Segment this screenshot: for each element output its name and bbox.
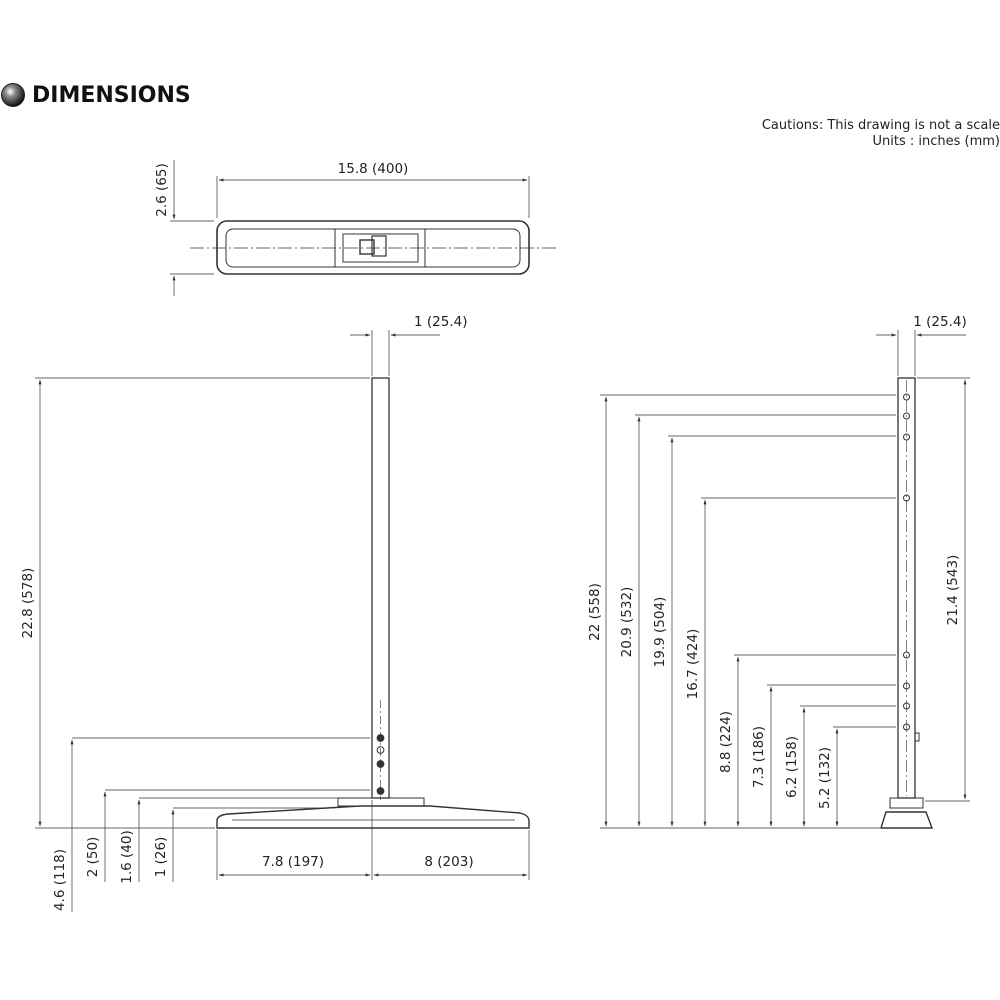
side-base-left-label: 7.8 (197)	[262, 854, 324, 870]
front-hole-label-7: 5.2 (132)	[817, 747, 833, 809]
mount-hole	[903, 412, 910, 420]
mount-hole	[903, 651, 910, 659]
pole-section	[359, 239, 375, 255]
front-hole-label-4: 8.8 (224)	[718, 711, 734, 773]
side-hole-label-3: 1.6 (40)	[119, 830, 135, 883]
section-header: DIMENSIONS	[0, 82, 191, 108]
page-title: DIMENSIONS	[32, 82, 191, 108]
mount-hole	[903, 682, 910, 690]
drawing-notes: Cautions: This drawing is not a scale Un…	[762, 118, 1000, 150]
side-pole-collar	[337, 797, 425, 807]
front-overall-height-label: 22 (558)	[587, 583, 603, 641]
side-hole-label-2: 2 (50)	[85, 837, 101, 878]
mount-hole	[903, 433, 910, 441]
front-hole-label-1: 20.9 (532)	[619, 587, 635, 658]
mount-hole	[376, 760, 385, 768]
front-collar	[889, 797, 924, 809]
front-pole-height-label: 21.4 (543)	[945, 555, 961, 626]
side-pole-width-label: 1 (25.4)	[414, 314, 467, 330]
mount-hole	[376, 746, 385, 754]
side-base-right-label: 8 (203)	[424, 854, 473, 870]
mount-hole	[376, 787, 385, 795]
side-hole-label-4: 1 (26)	[153, 837, 169, 878]
mount-hole	[903, 393, 910, 401]
pole-clamp	[371, 235, 387, 257]
top-depth-label: 2.6 (65)	[154, 163, 170, 216]
side-view	[35, 330, 530, 912]
top-width-label: 15.8 (400)	[338, 161, 409, 177]
side-base	[216, 805, 530, 829]
front-view	[600, 330, 970, 829]
mount-hole	[376, 734, 385, 742]
pole-mount-outline	[334, 228, 426, 268]
front-hole-label-5: 7.3 (186)	[751, 726, 767, 788]
mount-hole	[903, 702, 910, 710]
front-hole-label-6: 6.2 (158)	[784, 736, 800, 798]
side-height-label: 22.8 (578)	[20, 568, 36, 639]
side-hole-label-1: 4.6 (118)	[52, 849, 68, 911]
mount-hole	[903, 723, 910, 731]
units-note: Units : inches (mm)	[872, 134, 1000, 149]
caution-note: Cautions: This drawing is not a scale	[761, 118, 1000, 133]
front-foot	[880, 811, 934, 829]
base-top-outline	[216, 220, 530, 275]
top-view	[170, 160, 556, 296]
mount-hole	[903, 494, 910, 502]
front-hole-label-2: 19.9 (504)	[652, 597, 668, 668]
pole-knob	[914, 732, 920, 742]
sphere-bullet-icon	[1, 83, 25, 107]
front-hole-label-3: 16.7 (424)	[685, 629, 701, 700]
pole-mount-inner	[342, 233, 419, 263]
front-pole-width-label: 1 (25.4)	[913, 314, 966, 330]
